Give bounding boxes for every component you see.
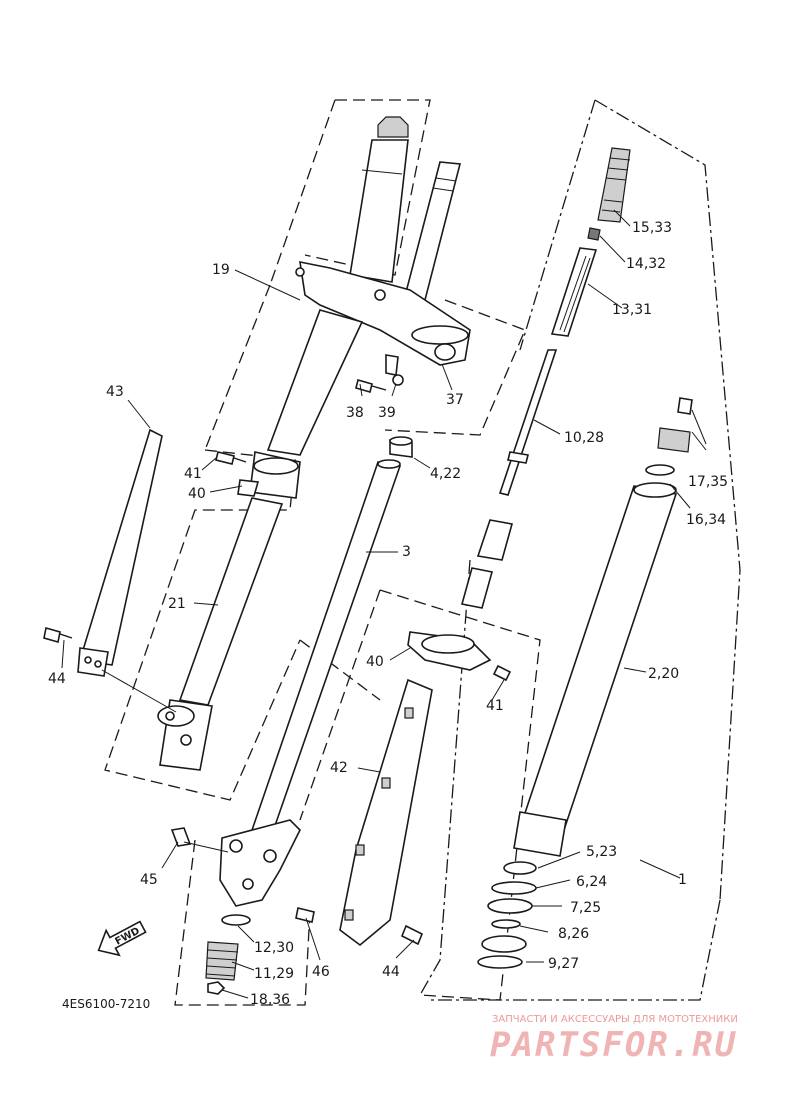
bolt-45-icon — [170, 827, 192, 847]
callout-12-30: 12,30 — [254, 940, 294, 956]
watermark-brand: PARTSFOR.RU — [490, 1025, 737, 1065]
callout-40a: 40 — [188, 486, 206, 502]
callout-21: 21 — [168, 596, 186, 612]
fork-cap-icon — [377, 116, 409, 138]
damper-internals — [460, 147, 631, 609]
oil-seal-section — [513, 811, 567, 857]
diagram-code: 4ES6100-7210 — [62, 997, 150, 1011]
callout-17-35: 17,35 — [688, 474, 728, 490]
damper-rod-10 — [498, 349, 558, 496]
nut-14-icon — [587, 227, 601, 241]
callout-43: 43 — [106, 384, 124, 400]
callout-39: 39 — [378, 405, 396, 421]
fwd-arrow-icon: FWD — [97, 920, 147, 957]
outer-tube-left-upper — [266, 309, 364, 456]
callout-13-31: 13,31 — [612, 302, 652, 318]
bolt-17-icon — [677, 397, 693, 415]
bolt-44a-icon — [43, 626, 61, 644]
callout-41a: 41 — [184, 466, 202, 482]
callout-11-29: 11,29 — [254, 966, 294, 982]
center-fork-assembly — [170, 436, 413, 995]
watermark: ЗАПЧАСТИ И АКСЕССУАРЫ ДЛЯ МОТОТЕХНИКИ PA… — [490, 1014, 738, 1065]
callout-6-24: 6,24 — [576, 874, 607, 890]
callout-19: 19 — [212, 262, 230, 278]
callout-2-20: 2,20 — [648, 666, 679, 682]
bolt-44b-icon — [400, 924, 424, 946]
right-fork-assembly — [477, 397, 693, 969]
callout-3: 3 — [402, 544, 411, 560]
cap-17-icon — [657, 427, 691, 453]
callout-41b: 41 — [486, 698, 504, 714]
callout-37: 37 — [446, 392, 464, 408]
callout-10-28: 10,28 — [564, 430, 604, 446]
bolt-46-icon — [295, 907, 315, 923]
callout-44a: 44 — [48, 671, 66, 687]
upper-tube-left — [349, 139, 409, 283]
callout-9-27: 9,27 — [548, 956, 579, 972]
outer-tube-left — [178, 497, 284, 706]
callout-8-26: 8,26 — [558, 926, 589, 942]
callout-18-36: 18,36 — [250, 992, 290, 1008]
guards — [43, 428, 512, 947]
spring-15-icon — [597, 147, 631, 223]
nut-18-icon — [207, 981, 226, 995]
group-outlines — [104, 99, 741, 1006]
rod-13 — [550, 247, 598, 337]
callout-7-25: 7,25 — [570, 900, 601, 916]
axle-holder — [219, 819, 301, 907]
callout-1: 1 — [678, 872, 687, 888]
callout-38: 38 — [346, 405, 364, 421]
callout-40b: 40 — [366, 654, 384, 670]
callout-15-33: 15,33 — [632, 220, 672, 236]
bolt-41b-icon — [492, 664, 512, 682]
leader-lines — [61, 209, 707, 999]
outer-tube-2 — [520, 485, 678, 831]
washer-39-icon — [385, 354, 399, 376]
cylinder-piece — [476, 519, 514, 561]
callout-42: 42 — [330, 760, 348, 776]
callout-16-34: 16,34 — [686, 512, 726, 528]
bolt-38-icon — [355, 379, 373, 393]
callout-46: 46 — [312, 964, 330, 980]
watermark-tagline: ЗАПЧАСТИ И АКСЕССУАРЫ ДЛЯ МОТОТЕХНИКИ — [492, 1014, 738, 1025]
bolt-41-icon — [215, 451, 235, 465]
steering-stem — [404, 161, 462, 301]
fork-guard-43 — [78, 428, 163, 666]
callout-45: 45 — [140, 872, 158, 888]
callout-44b: 44 — [382, 964, 400, 980]
callouts: 19 43 41 40 21 44 38 39 37 4,22 3 40 41 … — [48, 220, 728, 1008]
callout-4-22: 4,22 — [430, 466, 461, 482]
callout-5-23: 5,23 — [586, 844, 617, 860]
callout-14-32: 14,32 — [626, 256, 666, 272]
left-fork-assembly — [157, 116, 471, 771]
fork-guard-42 — [339, 678, 433, 947]
